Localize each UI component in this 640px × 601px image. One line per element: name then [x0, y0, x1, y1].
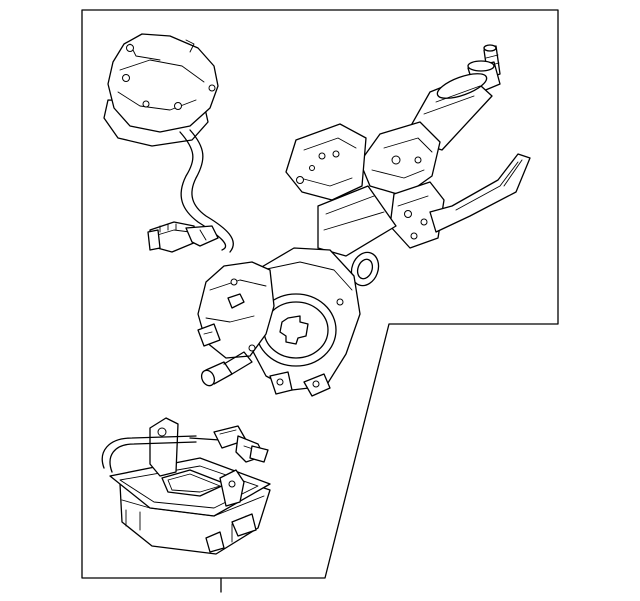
- control-module-icon[interactable]: [101, 417, 271, 555]
- angle-sensor-icon[interactable]: [103, 33, 234, 253]
- callout-frame: [81, 9, 559, 579]
- steering-column-assembly-icon[interactable]: [197, 44, 531, 397]
